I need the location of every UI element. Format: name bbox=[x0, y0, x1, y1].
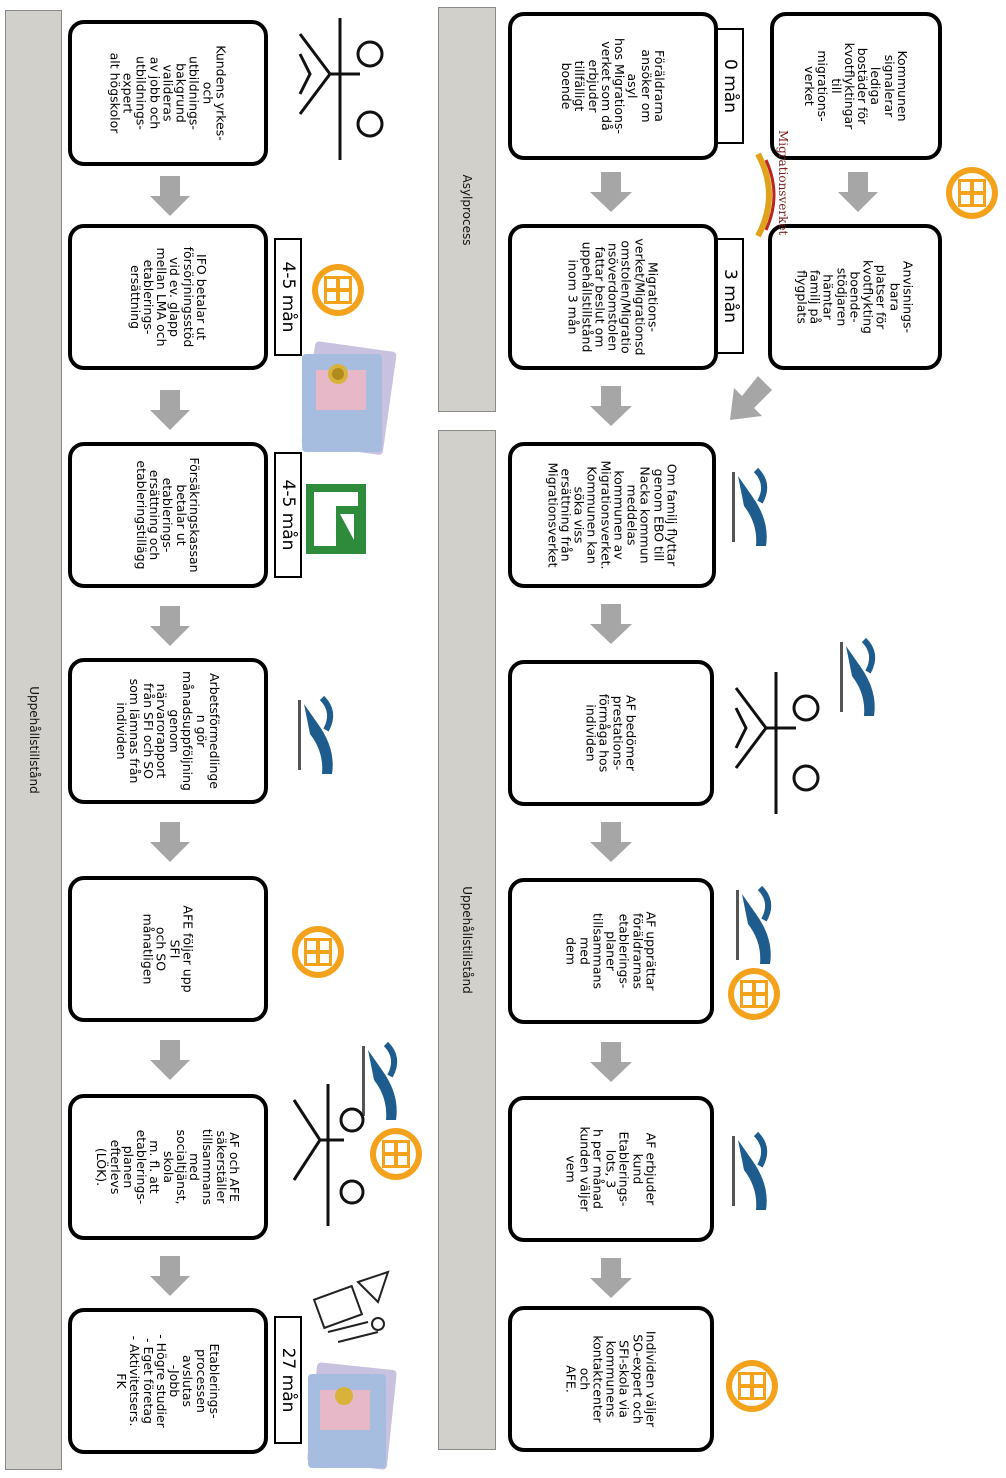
meeting-sketch-icon bbox=[298, 18, 384, 160]
time-tag-27-man: 27 mån bbox=[274, 1316, 302, 1444]
money-banknotes-image bbox=[301, 341, 397, 455]
box-text: AF bedömer prestations- förmåga hos indi… bbox=[583, 693, 639, 773]
box-text: Föräldrarna ansöker om asyl hos Migratio… bbox=[559, 37, 667, 134]
nacka-kommun-icon bbox=[370, 1128, 422, 1180]
band-label: Asylprocess bbox=[460, 173, 474, 246]
nacka-kommun-icon bbox=[312, 264, 364, 316]
box-text: AF upprättar föräldrarnas etablerings-pl… bbox=[563, 911, 659, 991]
time-tag-label: 4-5 mån bbox=[278, 479, 298, 551]
box-af-bedomer: AF bedömer prestations- förmåga hos indi… bbox=[508, 660, 714, 806]
down-arrow bbox=[150, 606, 190, 646]
arbetsformedlingen-logo bbox=[362, 1041, 398, 1120]
band-uppehallstillstand-right: Uppehållstillstånd bbox=[438, 430, 496, 1450]
box-af-och-afe: AF och AFE säkerställer tillsammans med … bbox=[68, 1094, 268, 1240]
time-tag-4-5-man: 4-5 mån bbox=[274, 452, 302, 578]
box-afe-foljer: AFE följer upp SFI och SO månatligen bbox=[68, 876, 268, 1022]
box-text: Arbetsförmedlinge n gör månadsuppföljnin… bbox=[114, 671, 222, 791]
arbetsformedlingen-logo bbox=[736, 885, 772, 964]
time-tag-4-5-man: 4-5 mån bbox=[274, 238, 302, 356]
down-arrow bbox=[590, 822, 632, 862]
time-tag-0-man: 0 mån bbox=[716, 28, 744, 144]
box-etablerings-avslutas: Etablerings- processen avslutas -Jobb - … bbox=[68, 1308, 268, 1454]
nacka-kommun-icon bbox=[292, 926, 344, 978]
arbetsformedlingen-logo bbox=[732, 1131, 768, 1210]
meeting-sketch-icon bbox=[734, 672, 820, 814]
box-individen-valjer: Individen väljer SO-expert och SFI-skola… bbox=[508, 1306, 714, 1452]
box-text: Om familj flyttar genom EBO till Nacka k… bbox=[545, 460, 680, 570]
down-arrow bbox=[838, 172, 878, 212]
band-label: Uppehållstillstånd bbox=[26, 686, 41, 794]
box-text: IFO betalar ut försörjningsstöd vid ev. … bbox=[127, 246, 209, 348]
box-kommunen-signalerar: Kommunen signalerar lediga bostäder för … bbox=[770, 12, 942, 160]
diagonal-arrow bbox=[730, 376, 772, 420]
arbetsformedlingen-logo bbox=[840, 637, 876, 716]
box-text: Kundens yrkes- och utbildnings- bakgrund… bbox=[107, 45, 229, 141]
box-text: Kommunen signalerar lediga bostäder för … bbox=[802, 42, 910, 130]
box-forsakringskassan: Försäkringskassan betalar ut etablerings… bbox=[68, 442, 268, 588]
box-text: Migrations- verket/Migrationsd omstolen/… bbox=[565, 238, 661, 356]
study-sketch-icon bbox=[312, 1270, 390, 1343]
box-text: AF och AFE säkerställer tillsammans med … bbox=[94, 1129, 242, 1205]
box-text: AF erbjuder kund Etablerings-lots, 3 h p… bbox=[563, 1126, 659, 1212]
down-arrow bbox=[590, 386, 632, 426]
down-arrow bbox=[150, 1256, 190, 1296]
down-arrow bbox=[590, 604, 632, 644]
meeting-sketch-icon bbox=[292, 1084, 365, 1226]
box-text: Anvisnings-bara platser för kvotflykting… bbox=[794, 260, 916, 334]
arbetsformedlingen-logo bbox=[298, 695, 334, 774]
time-tag-label: 27 mån bbox=[278, 1347, 298, 1413]
migrationsverket-text: Migrationsverket bbox=[776, 130, 790, 236]
migrationsverket-logo bbox=[755, 152, 776, 238]
down-arrow bbox=[590, 1258, 632, 1298]
nacka-kommun-icon bbox=[946, 167, 998, 219]
band-asylprocess: Asylprocess bbox=[438, 7, 496, 412]
box-af-upprattar: AF upprättar föräldrarnas etablerings-pl… bbox=[508, 878, 714, 1024]
box-ifo-betalar: IFO betalar ut försörjningsstöd vid ev. … bbox=[68, 224, 268, 370]
box-af-erbjuder: AF erbjuder kund Etablerings-lots, 3 h p… bbox=[508, 1096, 714, 1242]
arbetsformedlingen-logo bbox=[732, 467, 768, 546]
down-arrow bbox=[150, 822, 190, 862]
box-text: Individen väljer SO-expert och SFI-skola… bbox=[563, 1330, 659, 1428]
time-tag-3-man: 3 mån bbox=[716, 238, 744, 354]
time-tag-label: 0 mån bbox=[720, 59, 740, 113]
box-text: Etablerings- processen avslutas -Jobb - … bbox=[114, 1334, 222, 1428]
nacka-kommun-icon bbox=[728, 968, 780, 1020]
box-text: Försäkringskassan betalar ut etablerings… bbox=[134, 457, 203, 573]
box-migrationsverket-beslut: Migrations- verket/Migrationsd omstolen/… bbox=[508, 224, 718, 370]
box-foraldrarna-ansoker: Föräldrarna ansöker om asyl hos Migratio… bbox=[508, 12, 718, 160]
box-text: AFE följer upp SFI och SO månatligen bbox=[140, 905, 196, 993]
box-om-familj-flyttar: Om familj flyttar genom EBO till Nacka k… bbox=[508, 442, 716, 588]
down-arrow bbox=[590, 172, 632, 212]
forsakringskassan-logo bbox=[306, 484, 366, 554]
nacka-kommun-icon bbox=[726, 1360, 778, 1412]
down-arrow bbox=[150, 176, 190, 216]
box-anvisnings-bara: Anvisnings-bara platser för kvotflykting… bbox=[768, 224, 942, 370]
down-arrow bbox=[150, 390, 190, 430]
band-uppehallstillstand-left: Uppehållstillstånd bbox=[5, 10, 62, 1470]
time-tag-label: 4-5 mån bbox=[278, 261, 298, 333]
down-arrow bbox=[590, 1042, 632, 1082]
box-kundens-yrkes: Kundens yrkes- och utbildnings- bakgrund… bbox=[68, 20, 268, 166]
band-label: Uppehållstillstånd bbox=[460, 886, 474, 994]
down-arrow bbox=[150, 1040, 190, 1080]
box-arbetsformedlingen-gor: Arbetsförmedlinge n gör månadsuppföljnin… bbox=[68, 658, 268, 804]
money-banknotes-image bbox=[307, 1362, 397, 1470]
time-tag-label: 3 mån bbox=[720, 269, 740, 323]
